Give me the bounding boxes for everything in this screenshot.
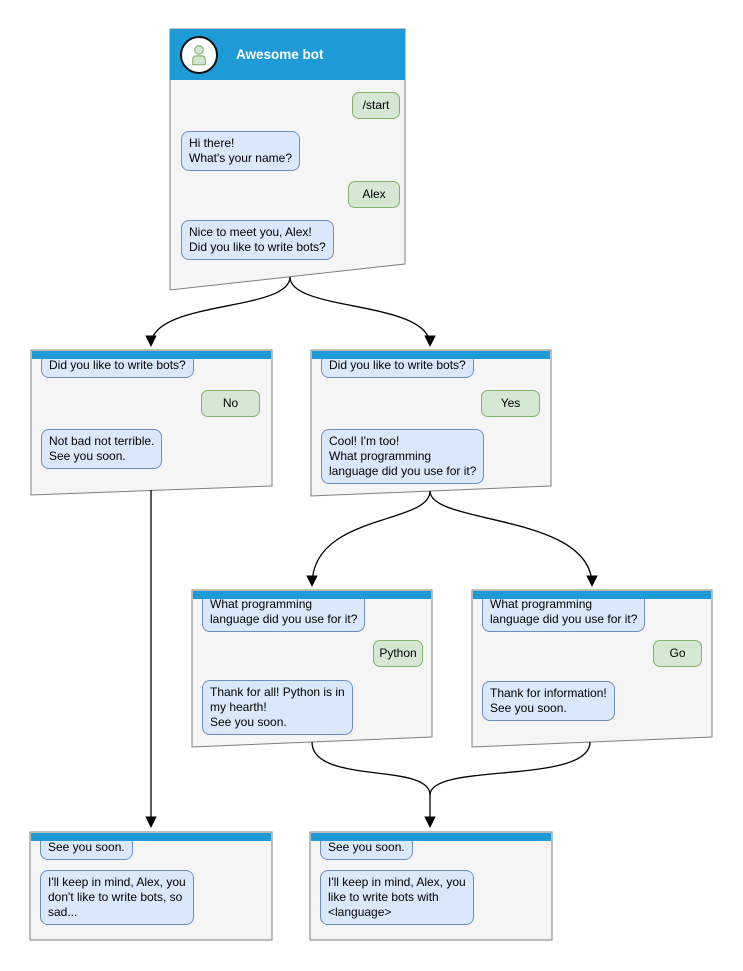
- bot-message-bubble: Cool! I'm too! What programming language…: [321, 429, 485, 484]
- person-icon: [192, 44, 206, 65]
- bot-message-bubble: I'll keep in mind, Alex, you don't like …: [40, 870, 194, 925]
- user-message-bubble: Yes: [481, 390, 540, 417]
- bot-message-bubble: Nice to meet you, Alex! Did you like to …: [181, 220, 334, 260]
- user-message-bubble: /start: [352, 92, 400, 119]
- arrow-yes-to-python: [306, 490, 431, 587]
- bot-avatar: [180, 35, 218, 74]
- chat-header-branch-yes: [312, 351, 550, 359]
- user-message-bubble: No: [201, 390, 260, 417]
- user-message-bubble: Python: [373, 640, 423, 667]
- bot-message-bubble: I'll keep in mind, Alex, you like to wri…: [320, 870, 474, 925]
- chat-header-end-yes: [311, 833, 551, 841]
- chat-header-end-no: [31, 833, 271, 841]
- bot-message-bubble: Not bad not terrible. See you soon.: [41, 429, 163, 469]
- user-message-bubble: Go: [653, 640, 702, 667]
- chat-header-branch-no: [32, 351, 271, 359]
- bot-message-bubble: Hi there! What's your name?: [181, 131, 301, 171]
- user-message-bubble: Alex: [348, 181, 400, 208]
- bot-title: Awesome bot: [236, 47, 324, 62]
- arrow-go-to-end: [429, 741, 591, 796]
- chat-header-branch-go: [473, 591, 711, 599]
- bot-message-bubble: Thank for information! See you soon.: [482, 681, 615, 721]
- arrow-yes-to-go: [429, 490, 598, 587]
- arrow-start-to-no: [145, 276, 291, 347]
- bot-message-bubble: Thank for all! Python is in my hearth! S…: [202, 680, 353, 735]
- chat-header-start: Awesome bot: [170, 29, 405, 80]
- chat-header-branch-python: [193, 591, 431, 599]
- arrow-python-to-end: [311, 741, 436, 828]
- arrow-start-to-yes: [289, 276, 436, 347]
